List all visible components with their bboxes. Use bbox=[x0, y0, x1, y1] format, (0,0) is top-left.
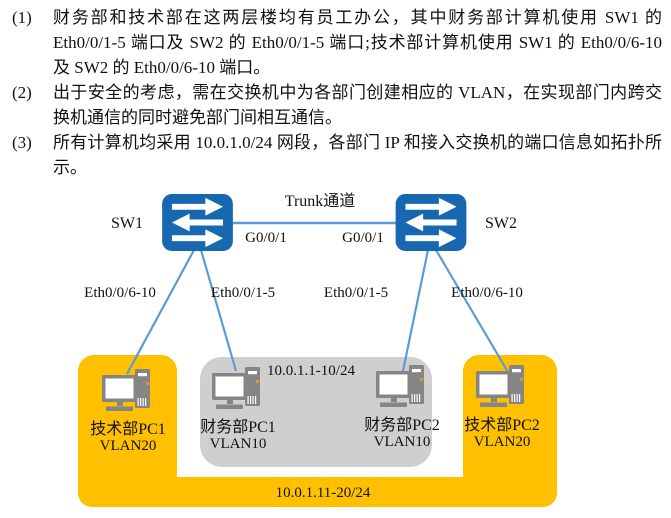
pc-node-fin2: 财务部PC2 VLAN10 bbox=[364, 364, 440, 450]
pc-name-label: 财务部PC2 bbox=[364, 417, 440, 434]
vlan10-ip-range-label: 10.0.1.1-10/24 bbox=[267, 363, 355, 379]
switch-icon-sw2 bbox=[395, 194, 467, 251]
sw2-trunk-port-label: G0/0/1 bbox=[342, 230, 384, 246]
list-item-1-text: 财务部和技术部在这两层楼均有员工办公，其中财务部计算机使用 SW1 的 Eth0… bbox=[53, 8, 662, 77]
access-port-label-3: Eth0/0/1-5 bbox=[323, 285, 389, 301]
pc-vlan-label: VLAN10 bbox=[373, 434, 431, 450]
computer-icon bbox=[102, 369, 150, 411]
list-item-2: (2) 出于安全的考虑，需在交换机中为各部门创建相应的 VLAN，在实现部门内跨… bbox=[12, 80, 662, 130]
pc-name-label: 技术部PC2 bbox=[464, 417, 540, 434]
sw2-label: SW2 bbox=[485, 215, 517, 232]
pc-name-label: 技术部PC1 bbox=[90, 421, 166, 438]
pc-name-label: 财务部PC1 bbox=[200, 419, 276, 436]
computer-icon bbox=[212, 367, 260, 409]
switch-icon-sw1 bbox=[162, 194, 233, 251]
list-item-3-number: (3) bbox=[12, 133, 32, 152]
list-item-1: (1) 财务部和技术部在这两层楼均有员工办公，其中财务部计算机使用 SW1 的 … bbox=[12, 5, 662, 80]
link-sw1-pc-fin1 bbox=[199, 249, 238, 372]
pc-vlan-label: VLAN20 bbox=[473, 434, 531, 450]
pc-node-tech2: 技术部PC2 VLAN20 bbox=[464, 364, 540, 450]
list-item-2-text: 出于安全的考虑，需在交换机中为各部门创建相应的 VLAN，在实现部门内跨交换机通… bbox=[53, 83, 662, 127]
pc-node-tech1: 技术部PC1 VLAN20 bbox=[90, 368, 166, 454]
access-port-label-4: Eth0/0/6-10 bbox=[451, 285, 523, 301]
link-sw2-pc-tech2 bbox=[435, 249, 509, 373]
pc-vlan-label: VLAN10 bbox=[209, 436, 267, 452]
link-sw2-pc-fin2 bbox=[401, 249, 430, 372]
list-item-3: (3) 所有计算机均采用 10.0.1.0/24 网段，各部门 IP 和接入交换… bbox=[12, 130, 662, 180]
vlan20-ip-range-label: 10.0.1.11-20/24 bbox=[275, 485, 371, 501]
sw1-label: SW1 bbox=[111, 215, 143, 232]
vlan20-zone-bottom-bar bbox=[78, 477, 557, 507]
access-port-label-2: Eth0/0/1-5 bbox=[210, 285, 276, 301]
numbered-list: (1) 财务部和技术部在这两层楼均有员工办公，其中财务部计算机使用 SW1 的 … bbox=[12, 5, 662, 180]
sw1-trunk-port-label: G0/0/1 bbox=[245, 230, 287, 246]
computer-icon bbox=[476, 365, 524, 407]
list-item-2-number: (2) bbox=[12, 83, 32, 102]
trunk-label: Trunk通道 bbox=[284, 193, 356, 210]
pc-vlan-label: VLAN20 bbox=[99, 438, 157, 454]
access-port-label-1: Eth0/0/6-10 bbox=[84, 285, 156, 301]
list-item-3-text: 所有计算机均采用 10.0.1.0/24 网段，各部门 IP 和接入交换机的端口… bbox=[53, 133, 662, 177]
computer-icon bbox=[376, 365, 424, 407]
list-item-1-number: (1) bbox=[12, 8, 32, 27]
pc-node-fin1: 财务部PC1 VLAN10 bbox=[200, 366, 276, 452]
